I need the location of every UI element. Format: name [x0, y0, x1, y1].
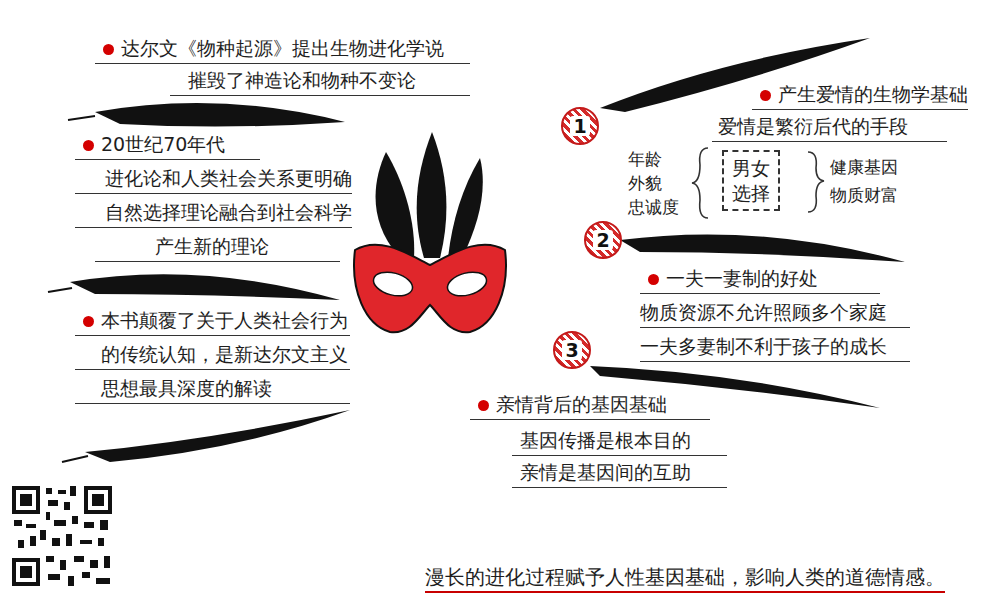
factor-label: 忠诚度	[628, 196, 679, 220]
branch-heading: 达尔文《物种起源》提出生物进化学说	[95, 36, 470, 64]
branch-line: 进化论和人类社会关系更明确	[75, 166, 352, 194]
summary-caption: 漫长的进化过程赋予人性基因基础，影响人类的道德情感。	[425, 564, 945, 593]
branch-line: 爱情是繁衍后代的手段	[712, 114, 947, 142]
branch-line: 亲情是基因间的互助	[512, 460, 727, 488]
callout-circle: 2	[584, 221, 622, 259]
branch-line: 物质资源不允许照顾多个家庭	[640, 300, 910, 328]
mask	[354, 132, 506, 332]
callout-number: 3	[562, 340, 581, 361]
feather	[48, 103, 350, 462]
factor-label: 外貌	[628, 172, 662, 196]
branch-line: 基因传播是根本目的	[512, 428, 727, 456]
branch-line: 一夫多妻制不利于孩子的成长	[640, 334, 910, 362]
brace	[692, 148, 824, 218]
branch-heading: 20世纪70年代	[75, 132, 260, 160]
branch-line: 产生新的理论	[95, 234, 340, 262]
callout-circle: 3	[553, 331, 591, 369]
branch-line: 思想最具深度的解读	[75, 376, 350, 404]
callout-number: 1	[570, 116, 589, 137]
factor-label: 年龄	[628, 148, 662, 172]
branch-line: 的传统认知，是新达尔文主义	[75, 342, 350, 370]
qr-code	[12, 486, 112, 586]
branch-heading: 亲情背后的基因基础	[470, 392, 710, 420]
box-text: 男女选择	[732, 156, 770, 205]
branch-heading: 一夫一妻制的好处	[640, 266, 880, 294]
factor-label: 健康基因	[830, 156, 898, 180]
factor-label: 物质财富	[830, 184, 898, 208]
callout-circle: 1	[561, 107, 599, 145]
branch-heading: 本书颠覆了关于人类社会行为	[75, 308, 350, 336]
branch-heading: 产生爱情的生物学基础	[752, 82, 968, 110]
branch-line: 自然选择理论融合到社会科学	[75, 200, 352, 228]
callout-number: 2	[593, 230, 612, 251]
branch-line: 摧毁了神造论和物种不变论	[170, 68, 470, 96]
dashed-box: 男女选择	[722, 150, 780, 211]
